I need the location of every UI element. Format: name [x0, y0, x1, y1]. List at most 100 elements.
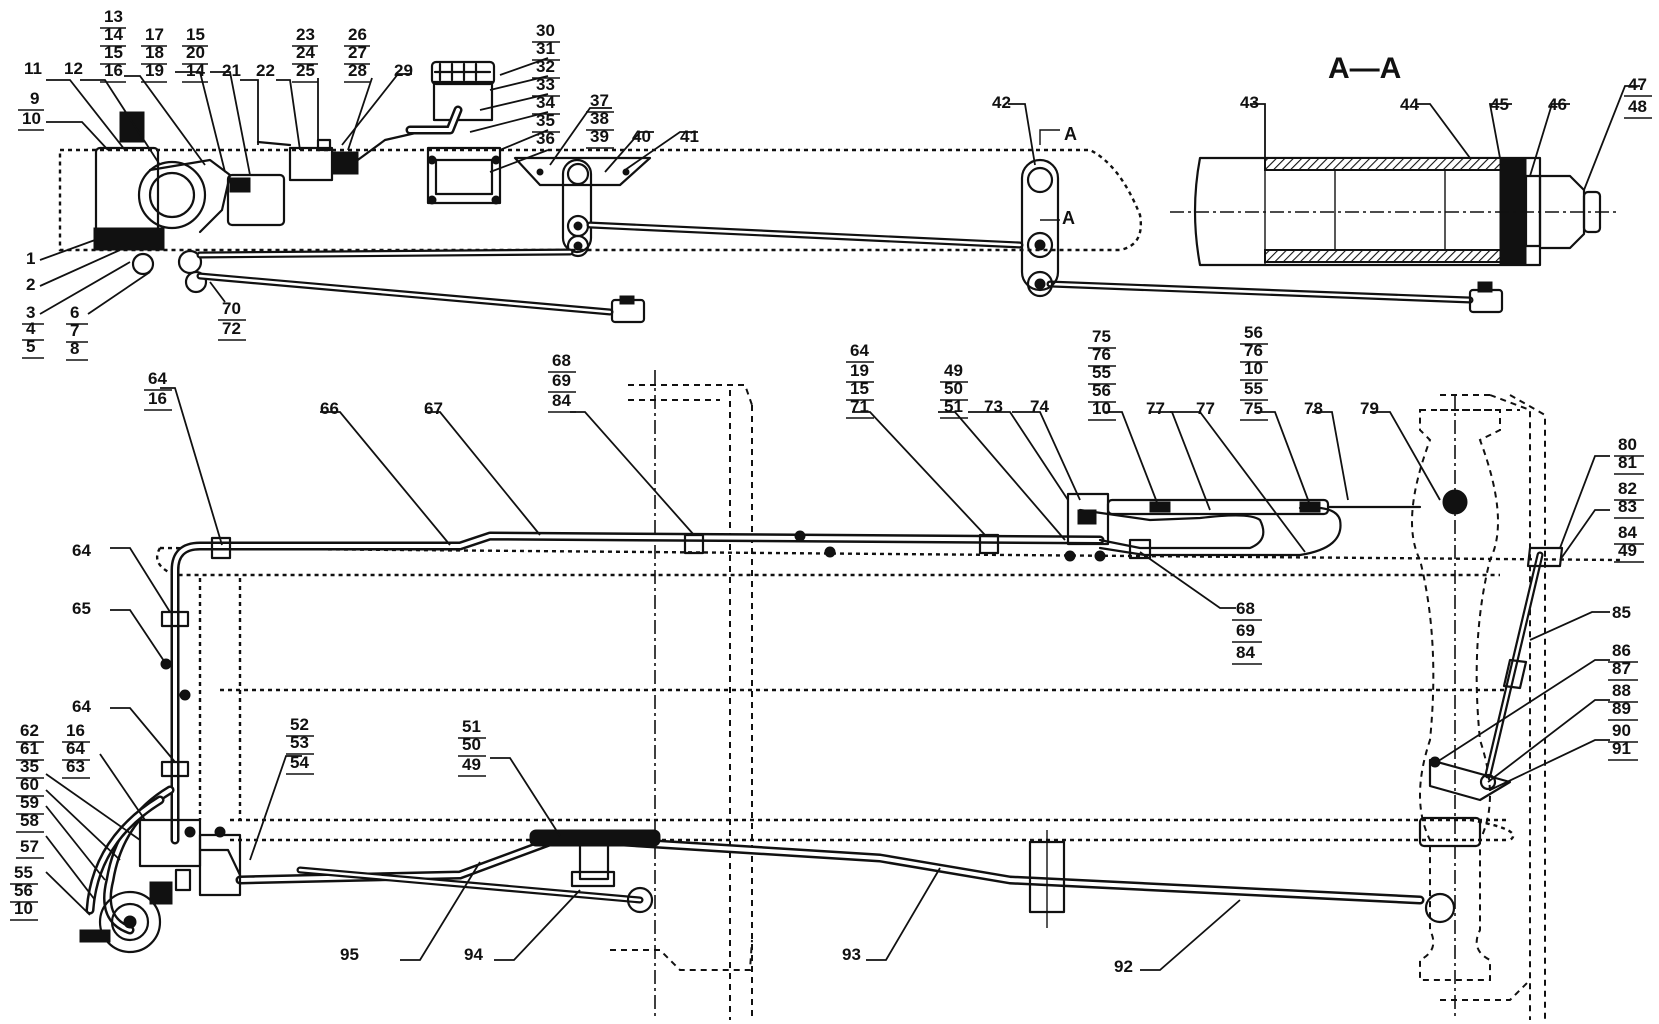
callout-70: 70: [222, 299, 241, 318]
callout-87: 87: [1612, 659, 1631, 678]
bellcrank-bracket: [513, 156, 652, 258]
callout-24: 24: [296, 43, 315, 62]
callout-13: 13: [104, 7, 123, 26]
top-pedal-linkage-view: A A: [58, 60, 1504, 324]
callout-50a: 50: [944, 379, 963, 398]
callout-40: 40: [632, 127, 651, 146]
callout-67: 67: [424, 399, 443, 418]
callout-21: 21: [222, 61, 241, 80]
callout-82: 82: [1618, 479, 1637, 498]
callout-75b: 75: [1244, 399, 1263, 418]
callout-4: 4: [26, 319, 36, 338]
callout-17: 17: [145, 25, 164, 44]
callout-1: 1: [26, 249, 35, 268]
callout-11: 11: [24, 59, 42, 78]
callout-56a: 56: [1092, 381, 1111, 400]
section-cut-label-side: A: [1062, 208, 1075, 228]
callout-28: 28: [348, 61, 367, 80]
callout-39: 39: [590, 127, 609, 146]
callout-38: 38: [590, 109, 609, 128]
callout-72: 72: [222, 319, 241, 338]
callout-16: 16: [104, 61, 123, 80]
callout-78: 78: [1304, 399, 1323, 418]
callout-35b: 35: [20, 757, 39, 776]
callout-14b: 14: [186, 61, 205, 80]
callout-6: 6: [70, 303, 79, 322]
callout-54: 54: [290, 753, 309, 772]
callout-30: 30: [536, 21, 555, 40]
callout-16c: 16: [66, 721, 85, 740]
callout-81: 81: [1618, 453, 1637, 472]
callout-20: 20: [186, 43, 205, 62]
brake-pipe-upper: [160, 489, 1468, 845]
leader-lines: [39, 57, 1640, 971]
callout-50b: 50: [462, 735, 481, 754]
callout-53: 53: [290, 733, 309, 752]
callout-84c: 84: [1618, 523, 1637, 542]
chassis-pipe-layout: [79, 370, 1621, 1020]
master-cylinder: [405, 60, 502, 205]
callout-15b: 15: [186, 25, 205, 44]
callout-underlines: [10, 27, 1652, 921]
callout-49b: 49: [1618, 541, 1637, 560]
callout-57: 57: [20, 837, 39, 856]
callout-31: 31: [536, 39, 555, 58]
callout-45: 45: [1490, 95, 1509, 114]
callout-2: 2: [26, 275, 35, 294]
callout-64b: 64: [72, 541, 91, 560]
callout-42: 42: [992, 93, 1011, 112]
callout-76a: 76: [1092, 345, 1111, 364]
callout-51b: 51: [462, 717, 481, 736]
callout-73: 73: [984, 397, 1003, 416]
callout-83: 83: [1618, 497, 1637, 516]
callout-29: 29: [394, 61, 413, 80]
callout-49c: 49: [462, 755, 481, 774]
callout-33: 33: [536, 75, 555, 94]
callout-63: 63: [66, 757, 85, 776]
callout-52: 52: [290, 715, 309, 734]
callout-47: 47: [1628, 75, 1647, 94]
callout-77a: 77: [1146, 399, 1165, 418]
callout-9: 9: [30, 89, 39, 108]
callout-71: 71: [850, 397, 869, 416]
callout-56c: 56: [14, 881, 33, 900]
callout-74: 74: [1030, 397, 1049, 416]
callout-64a: 64: [148, 369, 167, 388]
callout-34: 34: [536, 93, 555, 112]
callout-95: 95: [340, 945, 359, 964]
callout-55b: 55: [1244, 379, 1263, 398]
callout-66: 66: [320, 399, 339, 418]
callout-68b: 68: [1236, 599, 1255, 618]
callout-15c: 15: [850, 379, 869, 398]
callout-23: 23: [296, 25, 315, 44]
callout-90: 90: [1612, 721, 1631, 740]
callout-84b: 84: [1236, 643, 1255, 662]
section-title: A—A: [1328, 52, 1401, 85]
brake-valve: [256, 130, 422, 182]
callout-10b: 10: [1244, 359, 1263, 378]
intermediate-lever: A A: [1020, 124, 1077, 298]
right-brake-hose: [1428, 546, 1564, 802]
callout-22: 22: [256, 61, 275, 80]
callout-48: 48: [1628, 97, 1647, 116]
callout-60: 60: [20, 775, 39, 794]
rear-axle: [1411, 395, 1501, 1020]
callout-44: 44: [1400, 95, 1419, 114]
callout-43: 43: [1240, 93, 1259, 112]
part-callouts: 13 14 15 16 17 18 19 15 20 14 11 12 21 2…: [14, 7, 1647, 976]
callout-59: 59: [20, 793, 39, 812]
callout-68a: 68: [552, 351, 571, 370]
callout-7: 7: [70, 321, 79, 340]
callout-36: 36: [536, 129, 555, 148]
callout-69b: 69: [1236, 621, 1255, 640]
section-a-a-view: A—A: [1170, 52, 1620, 267]
callout-61: 61: [20, 739, 39, 758]
callout-64e: 64: [66, 739, 85, 758]
callout-3: 3: [26, 303, 35, 322]
callout-79: 79: [1360, 399, 1379, 418]
callout-65: 65: [72, 599, 91, 618]
callout-58: 58: [20, 811, 39, 830]
callout-16a: 16: [148, 389, 167, 408]
section-cut-label-top: A: [1064, 124, 1077, 144]
